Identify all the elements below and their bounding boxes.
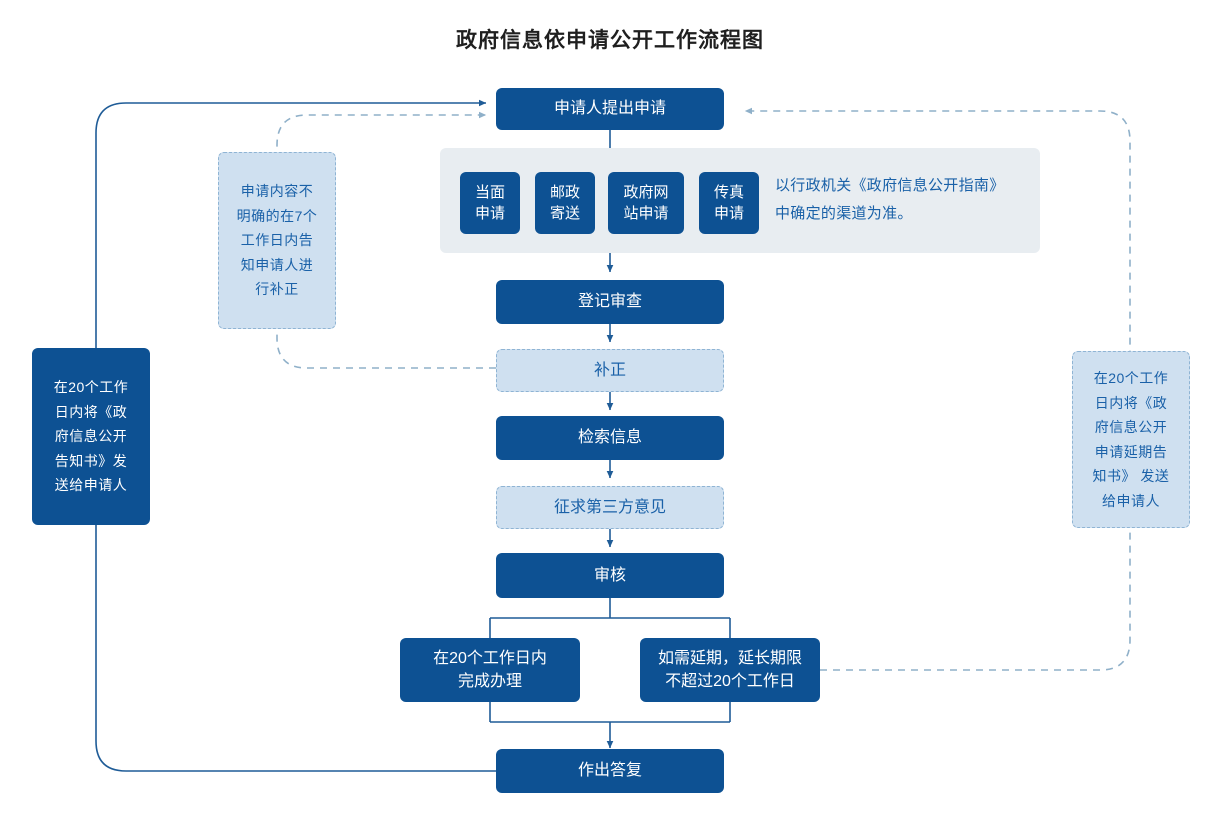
node-channel-fax[interactable]: 传真 申请 (699, 172, 759, 234)
node-start[interactable]: 申请人提出申请 (496, 88, 724, 130)
note-extension-notice: 在20个工作 日内将《政 府信息公开 申请延期告 知书》 发送 给申请人 (1072, 351, 1190, 528)
node-extension-20-days[interactable]: 如需延期，延长期限 不超过20个工作日 (640, 638, 820, 702)
node-reply[interactable]: 作出答复 (496, 749, 724, 793)
note-supplement-instruction: 申请内容不 明确的在7个 工作日内告 知申请人进 行补正 (218, 152, 336, 329)
channel-note-text: 以行政机关《政府信息公开指南》 中确定的渠道为准。 (775, 177, 1005, 222)
node-audit[interactable]: 审核 (496, 553, 724, 598)
node-supplement[interactable]: 补正 (496, 349, 724, 392)
node-registration-review[interactable]: 登记审查 (496, 280, 724, 324)
page-title: 政府信息依申请公开工作流程图 (456, 29, 764, 52)
note-disclosure-notice: 在20个工作 日内将《政 府信息公开 告知书》发 送给申请人 (32, 348, 150, 525)
node-channel-website[interactable]: 政府网 站申请 (608, 172, 684, 234)
node-third-party-opinion[interactable]: 征求第三方意见 (496, 486, 724, 529)
node-channel-postal[interactable]: 邮政 寄送 (535, 172, 595, 234)
node-retrieve-info[interactable]: 检索信息 (496, 416, 724, 460)
node-complete-within-20-days[interactable]: 在20个工作日内 完成办理 (400, 638, 580, 702)
node-channel-in-person[interactable]: 当面 申请 (460, 172, 520, 234)
